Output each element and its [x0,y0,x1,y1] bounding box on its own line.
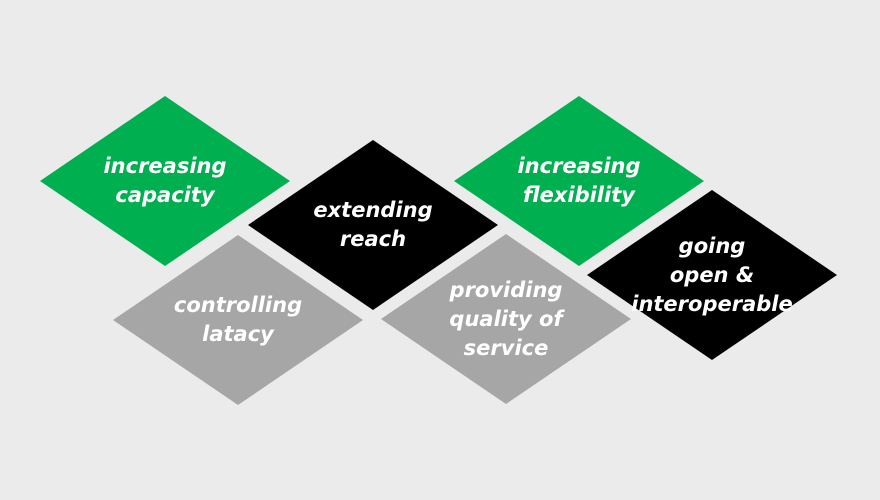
diamond-fill [113,235,363,405]
diamond-going-open-interoperable: going open & interoperable [587,190,837,360]
diamond-fill [40,96,290,266]
diamond-shape [381,234,631,404]
diamond-shape [113,235,363,405]
diamond-controlling-latacy: controlling latacy [113,235,363,405]
diamond-shape [587,190,837,360]
diamond-shape [40,96,290,266]
diamond-shape [454,96,704,266]
diamond-fill [454,96,704,266]
diamond-fill [587,190,837,360]
diamond-shape [248,140,498,310]
diamond-fill [248,140,498,310]
diamond-fill [381,234,631,404]
